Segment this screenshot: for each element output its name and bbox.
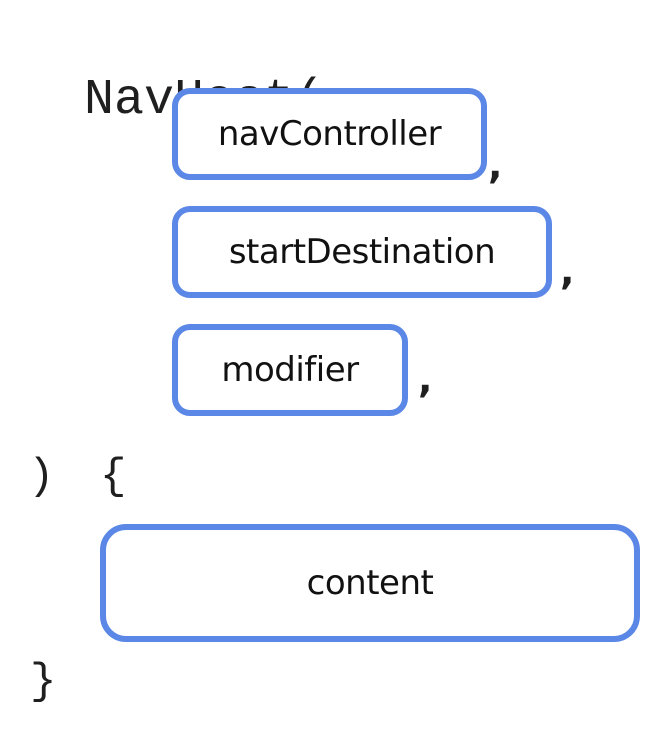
content-label: content xyxy=(306,563,434,603)
comma-2: , xyxy=(560,249,575,293)
param-box-startdestination: startDestination xyxy=(172,206,552,298)
open-brace: { xyxy=(100,452,127,502)
param-label-modifier: modifier xyxy=(221,350,359,390)
param-box-modifier: modifier xyxy=(172,324,408,416)
close-paren: ) xyxy=(28,452,55,502)
param-label-startdestination: startDestination xyxy=(228,232,496,272)
comma-3: , xyxy=(418,357,433,401)
param-label-navcontroller: navController xyxy=(217,114,442,154)
param-box-navcontroller: navController xyxy=(172,88,487,180)
comma-1: , xyxy=(488,143,503,187)
content-box: content xyxy=(100,524,640,642)
close-brace: } xyxy=(30,657,57,707)
